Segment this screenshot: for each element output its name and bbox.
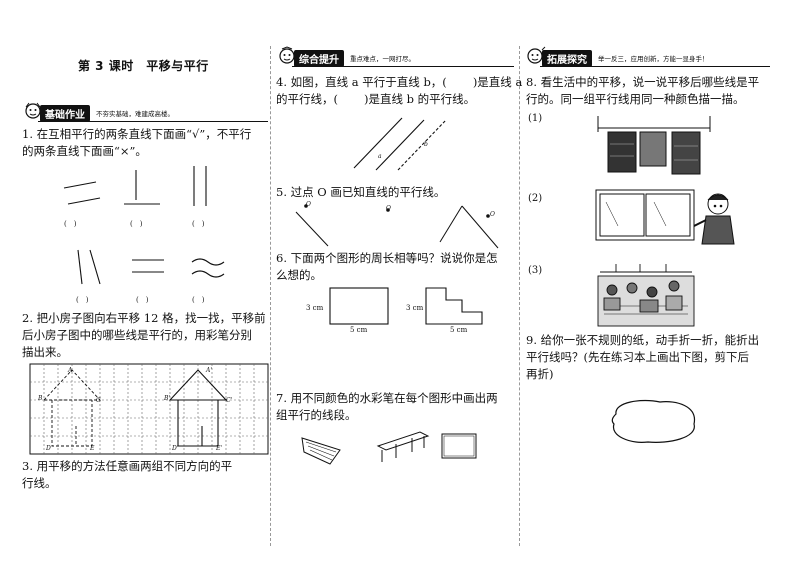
q2-point-label: E' — [216, 445, 223, 452]
q4-text-d: )是直线 b 的平行线。 — [364, 92, 476, 106]
q1-answer-blank[interactable]: ( ) — [192, 220, 205, 228]
q1-answer-blank[interactable]: ( ) — [76, 296, 89, 304]
q6-shapes-figure — [329, 287, 483, 325]
q3-text-line2: 行线。 — [22, 476, 57, 490]
q7-text-line2: 组平行的线段。 — [276, 408, 357, 422]
q2-point-label: B — [38, 395, 43, 402]
section-slogan: 不夯实基础，难建成高楼。 — [96, 110, 174, 118]
q4-text-a: 4. 如图，直线 a 平行于直线 b，( — [276, 75, 447, 89]
q5-point-label: O — [490, 211, 495, 218]
q8-text-line2: 行的。同一组平行线用同一种颜色描一描。 — [526, 92, 745, 106]
section-banner-explore: 拓展探究 举一反三，应用创新，方能一显身手！ — [524, 46, 770, 67]
q8-sliding-window-figure — [595, 189, 735, 245]
lesson-title: 第 3 课时 平移与平行 — [78, 59, 209, 73]
q2-house-grid-figure — [29, 363, 269, 455]
q1-answer-blank[interactable]: ( ) — [130, 220, 143, 228]
mascot-icon — [279, 46, 295, 64]
q9-text-line1: 9. 给你一张不规则的纸，动手折一折，能折出 — [526, 333, 760, 347]
q2-text-line2: 后小房子图中的哪些线是平行的，用彩笔分别 — [22, 328, 252, 342]
q4-line-label-a: a — [378, 153, 382, 160]
q4-line-label-b: b — [424, 141, 428, 148]
q2-point-label: A' — [206, 367, 212, 374]
q1-answer-blank[interactable]: ( ) — [136, 296, 149, 304]
q6-rect-height-label: 3 cm — [306, 304, 324, 312]
q5-lines-figure — [295, 204, 499, 249]
q9-text-line3: 再折) — [526, 367, 554, 381]
mascot-icon — [527, 46, 546, 64]
q1-text-line1: 1. 在互相平行的两条直线下面画“√”，不平行 — [22, 127, 252, 141]
q6-text-line1: 6. 下面两个图形的周长相等吗？说说你是怎 — [276, 251, 498, 265]
q2-text-line3: 描出来。 — [22, 345, 68, 359]
q2-point-label: C — [96, 397, 101, 404]
q9-irregular-paper-figure — [611, 399, 695, 443]
q3-text-line1: 3. 用平移的方法任意画两组不同方向的平 — [22, 459, 233, 473]
banner-rule — [540, 66, 770, 67]
banner-rule — [292, 66, 514, 67]
q8-item-label: (2) — [528, 193, 543, 204]
q1-answer-blank[interactable]: ( ) — [64, 220, 77, 228]
q8-item-label: (1) — [528, 113, 543, 124]
section-slogan: 举一反三，应用创新，方能一显身手！ — [598, 55, 709, 63]
q8-item-label: (3) — [528, 265, 543, 276]
q2-text-line1: 2. 把小房子图向右平移 12 格，找一找，平移前 — [22, 311, 266, 325]
q2-point-label: A — [68, 367, 73, 374]
q6-step-width-label: 5 cm — [450, 326, 468, 334]
q7-text-line1: 7. 用不同颜色的水彩笔在每个图形中画出两 — [276, 391, 498, 405]
q1-answer-blank[interactable]: ( ) — [192, 296, 205, 304]
section-tag: 基础作业 — [40, 104, 90, 122]
q8-clothes-rack-figure — [597, 116, 711, 175]
q4-text-b: )是直线 a — [472, 75, 523, 89]
q6-rect-width-label: 5 cm — [350, 326, 368, 334]
q7-objects-figure — [301, 431, 477, 465]
column-divider — [519, 46, 520, 546]
q2-point-label: C' — [226, 397, 233, 404]
section-tag: 综合提升 — [294, 49, 344, 67]
q2-point-label: E — [90, 445, 95, 452]
q4-text-line2: 的平行线，( )是直线 b 的平行线。 — [276, 91, 475, 108]
q6-step-height-label: 3 cm — [406, 304, 424, 312]
q4-text-c: 的平行线，( — [276, 92, 338, 106]
q8-text-line1: 8. 看生活中的平移，说一说平移后哪些线是平 — [526, 75, 760, 89]
q5-point-label: O — [306, 201, 311, 208]
q8-escalator-people-figure — [597, 264, 695, 327]
q2-point-label: B' — [164, 395, 171, 402]
q5-point-label: O — [386, 205, 391, 212]
q5-text: 5. 过点 O 画已知直线的平行线。 — [276, 185, 446, 199]
section-slogan: 重点难点，一网打尽。 — [350, 55, 415, 63]
section-banner-comprehensive: 综合提升 重点难点，一网打尽。 — [276, 46, 514, 67]
q9-text-line2: 平行线吗？(先在练习本上画出下图，剪下后 — [526, 350, 749, 364]
q4-lines-figure — [353, 117, 447, 171]
q2-point-label: D' — [172, 445, 179, 452]
section-tag: 拓展探究 — [542, 49, 592, 67]
mascot-icon — [25, 102, 41, 119]
banner-rule — [38, 121, 268, 122]
q1-text-line2: 的两条直线下面画“×”。 — [22, 144, 147, 158]
column-divider — [270, 46, 271, 546]
q2-point-label: D — [46, 445, 51, 452]
section-banner-basic: 基础作业 不夯实基础，难建成高楼。 — [22, 102, 268, 122]
q1-line-pairs-figure — [63, 166, 225, 285]
q4-text-line1: 4. 如图，直线 a 平行于直线 b，( )是直线 a — [276, 74, 522, 91]
q6-text-line2: 么想的。 — [276, 268, 322, 282]
